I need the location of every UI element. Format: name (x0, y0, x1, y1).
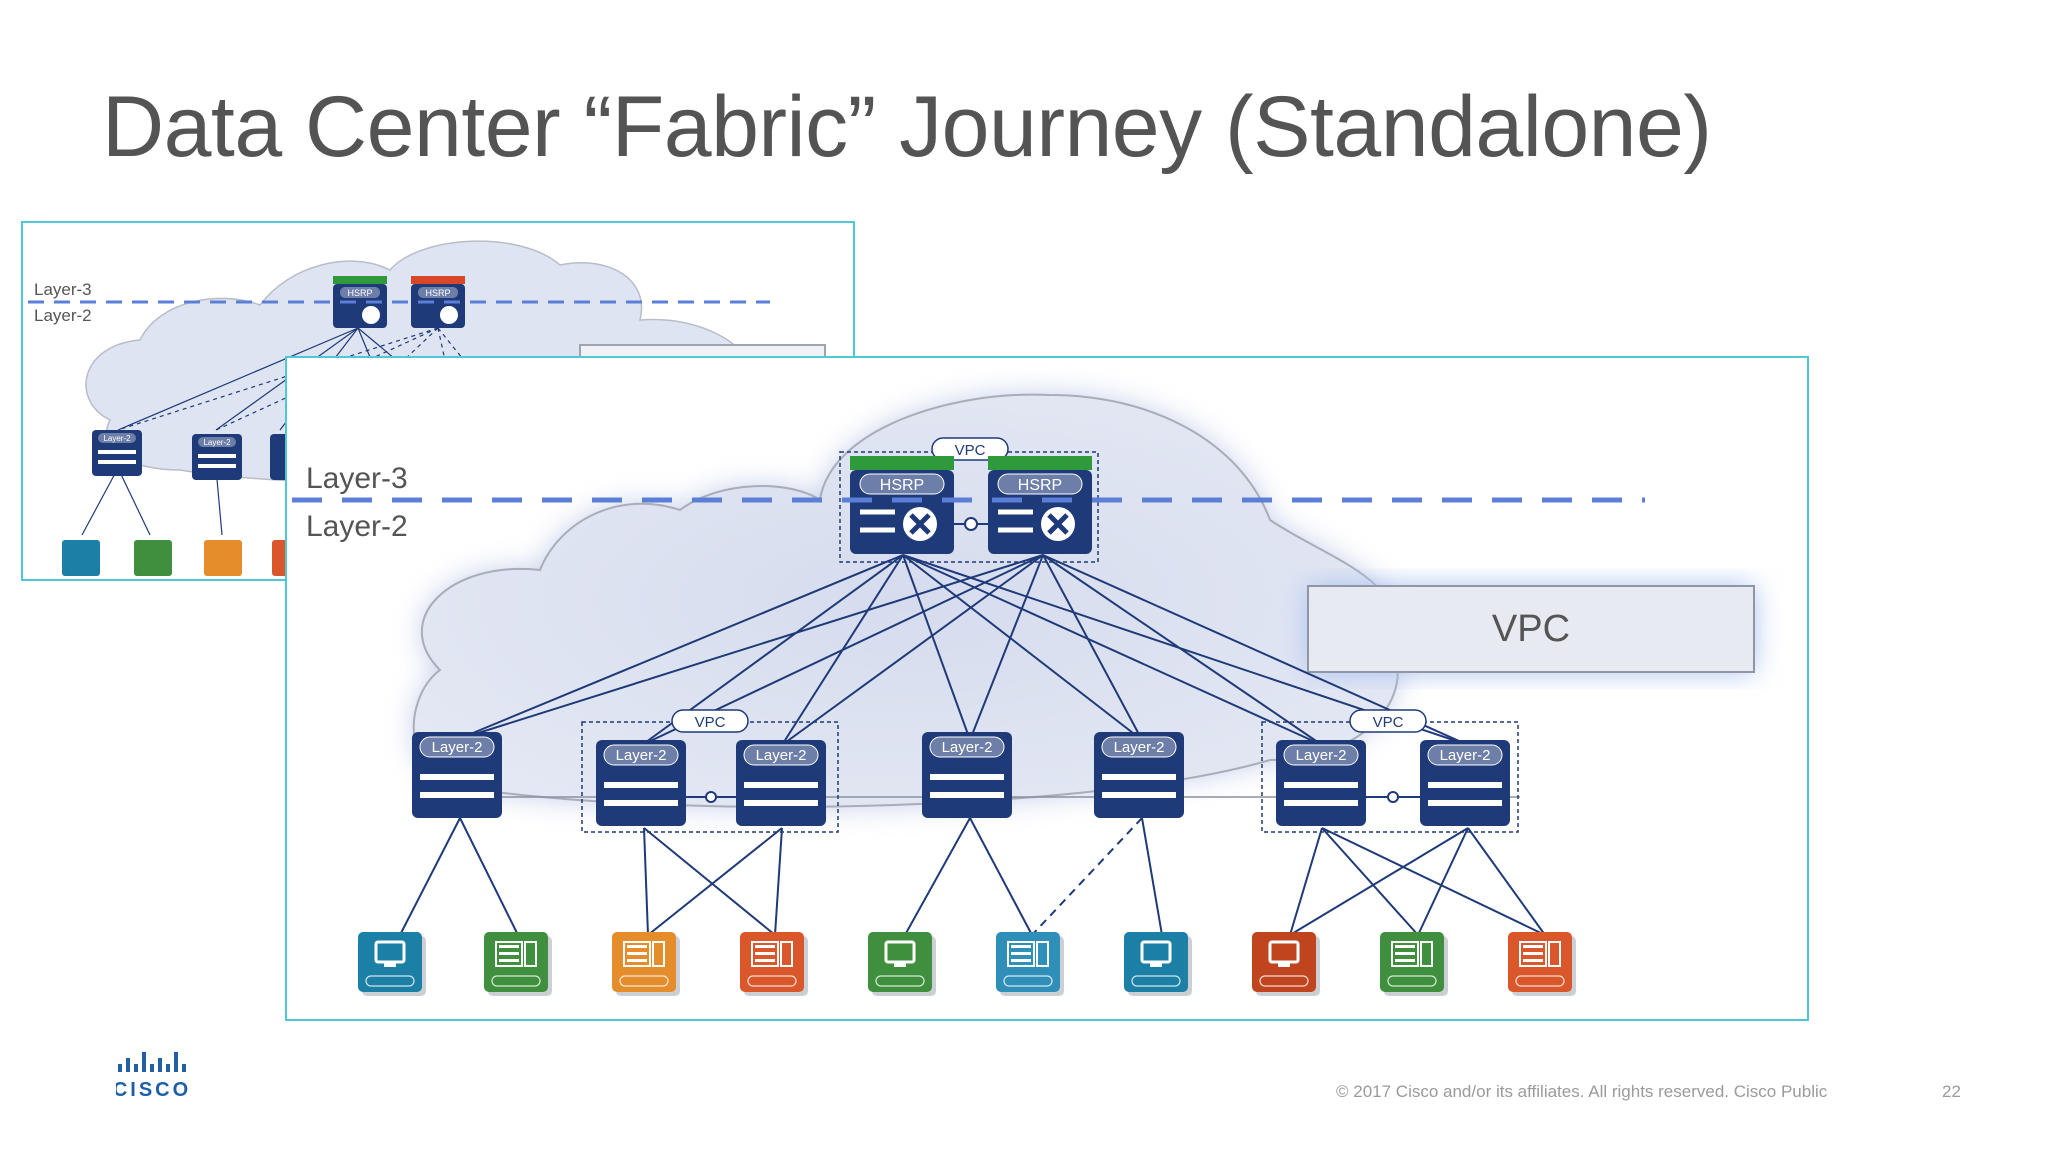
access-switch-label: Layer-2 (942, 739, 993, 756)
hypervisor-icon (1508, 932, 1576, 996)
front-layer3-label: Layer-3 (306, 462, 408, 495)
core-hsrp-label-2: HSRP (1018, 477, 1062, 494)
access-switch-label: Layer-2 (1440, 747, 1491, 764)
access-switch-label: Layer-2 (616, 747, 667, 764)
access-vpc-tag-2: VPC (1373, 714, 1404, 731)
back-layer3-label: Layer-3 (34, 280, 92, 299)
access-switch-label: Layer-2 (756, 747, 807, 764)
core-switch-1: HSRP (850, 456, 954, 554)
hypervisor-icon (612, 932, 680, 996)
back-switch: Layer-2 (192, 434, 242, 480)
back-switch-label: Layer-2 (203, 438, 231, 447)
cisco-logo: CISCO (116, 1052, 191, 1100)
hypervisor-icon (484, 932, 552, 996)
server-monitor-icon (1124, 932, 1192, 996)
hypervisor-icon (740, 932, 808, 996)
access-switch: Layer-2 (922, 732, 1012, 818)
hypervisor-icon (1380, 932, 1448, 996)
back-endpoint-icon (62, 540, 100, 576)
page-number: 22 (1942, 1082, 1961, 1101)
front-layer2-label: Layer-2 (306, 510, 408, 543)
access-switch-label: Layer-2 (432, 739, 483, 756)
back-hsrp-label-2: HSRP (425, 288, 450, 298)
core-vpc-tag: VPC (955, 442, 986, 459)
server-monitor-icon (358, 932, 426, 996)
hypervisor-icon (996, 932, 1064, 996)
back-endpoint-icon (134, 540, 172, 576)
access-switch-label: Layer-2 (1296, 747, 1347, 764)
back-switch-label: Layer-2 (103, 434, 131, 443)
access-switch: Layer-2 (1094, 732, 1184, 818)
core-hsrp-label-1: HSRP (880, 477, 924, 494)
back-hsrp-label-1: HSRP (347, 288, 372, 298)
access-switch: Layer-2 (412, 732, 502, 818)
slide-title: Data Center “Fabric” Journey (Standalone… (102, 79, 1712, 175)
cisco-logo-text: CISCO (116, 1079, 191, 1100)
vpc-box (1307, 585, 1755, 673)
server-monitor-icon (1252, 932, 1320, 996)
endpoints-row (358, 932, 1576, 996)
copyright-text: © 2017 Cisco and/or its affiliates. All … (1336, 1082, 1828, 1101)
access-switch: Layer-2 (1420, 740, 1510, 826)
access-switch-label: Layer-2 (1114, 739, 1165, 756)
front-diagram: VPC VPC (285, 356, 1809, 1021)
server-monitor-icon (868, 932, 936, 996)
access-vpc-tag-1: VPC (695, 714, 726, 731)
vpc-box-label: VPC (1492, 608, 1570, 650)
access-switch: Layer-2 (736, 740, 826, 826)
back-endpoint-icon (204, 540, 242, 576)
back-layer2-label: Layer-2 (34, 306, 92, 325)
back-switch: Layer-2 (92, 430, 142, 476)
access-switch: Layer-2 (1276, 740, 1366, 826)
access-switch: Layer-2 (596, 740, 686, 826)
core-switch-2: HSRP (988, 456, 1092, 554)
